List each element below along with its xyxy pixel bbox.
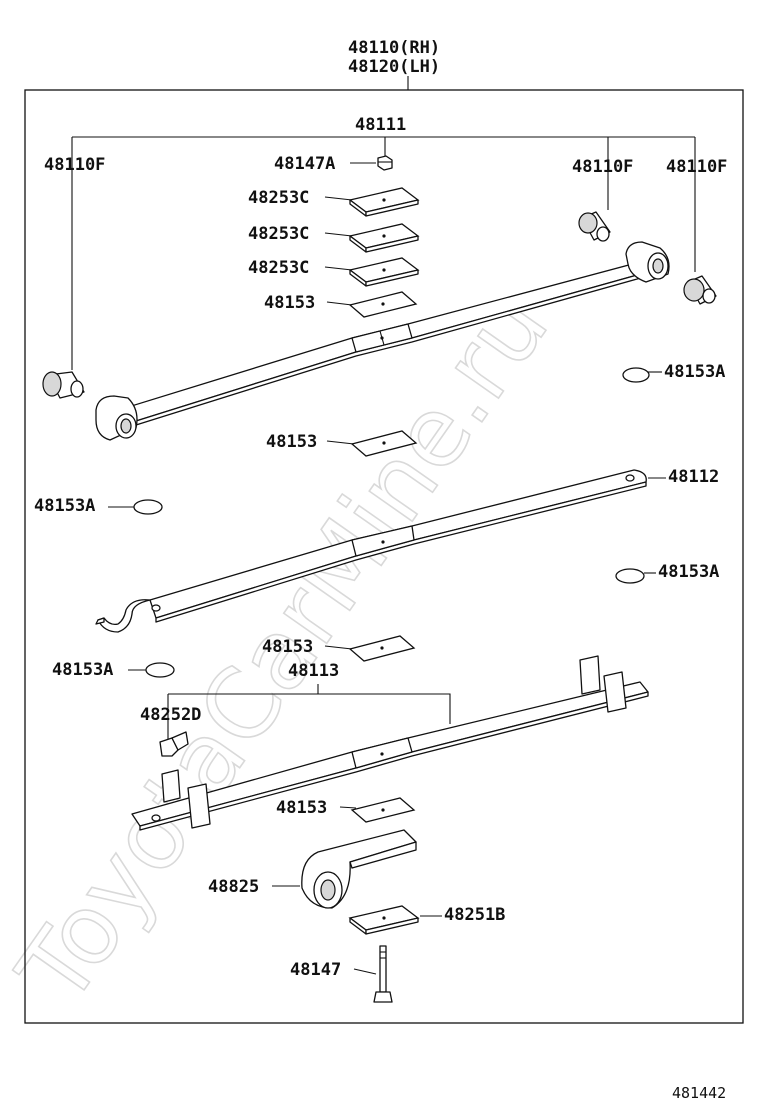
diagram-id: 481442 — [672, 1084, 726, 1102]
diagram-frame — [24, 89, 744, 1024]
label-button-2[interactable]: 48153A — [34, 496, 95, 516]
label-button-1[interactable]: 48153A — [664, 362, 725, 382]
label-liner-1[interactable]: 48153 — [264, 293, 315, 313]
label-pad-3[interactable]: 48253C — [248, 258, 309, 278]
label-bushing-right-1[interactable]: 48110F — [572, 157, 633, 177]
label-leaf-3[interactable]: 48113 — [288, 661, 339, 681]
pad-1-part — [348, 187, 420, 217]
button-2-part — [133, 499, 163, 515]
button-4-part — [145, 662, 175, 678]
button-3-part — [615, 568, 645, 584]
liner-3-part — [348, 635, 416, 662]
pad-3-part — [348, 257, 420, 287]
button-1-part — [622, 367, 650, 383]
liner-4-part — [350, 797, 416, 823]
leaf-2-part — [95, 469, 647, 633]
label-pad-2[interactable]: 48253C — [248, 224, 309, 244]
assembly-label-rh[interactable]: 48110(RH) — [348, 38, 440, 58]
bracket-part — [301, 829, 417, 909]
clip-part — [159, 731, 189, 757]
bushing-right-1-part — [578, 211, 611, 242]
label-button-4[interactable]: 48153A — [52, 660, 113, 680]
label-lower-pad[interactable]: 48251B — [444, 905, 505, 925]
label-clip[interactable]: 48252D — [140, 705, 201, 725]
bushing-right-2-part — [683, 275, 717, 305]
label-pad-1[interactable]: 48253C — [248, 188, 309, 208]
label-liner-2[interactable]: 48153 — [266, 432, 317, 452]
pad-2-part — [348, 223, 420, 253]
label-leaf-2[interactable]: 48112 — [668, 467, 719, 487]
label-leaf-main[interactable]: 48111 — [355, 115, 406, 135]
center-bolt-part — [373, 945, 393, 1003]
label-bushing-left[interactable]: 48110F — [44, 155, 105, 175]
label-nut[interactable]: 48147A — [274, 154, 335, 174]
label-button-3[interactable]: 48153A — [658, 562, 719, 582]
label-liner-4[interactable]: 48153 — [276, 798, 327, 818]
leaf-main-part — [95, 241, 670, 441]
label-bushing-right-2[interactable]: 48110F — [666, 157, 727, 177]
leaf-3-part — [131, 655, 649, 831]
liner-1-part — [348, 291, 418, 318]
bushing-left-part — [42, 371, 85, 399]
label-center-bolt[interactable]: 48147 — [290, 960, 341, 980]
label-bracket[interactable]: 48825 — [208, 877, 259, 897]
lower-pad-part — [348, 905, 420, 935]
liner-2-part — [350, 430, 418, 457]
assembly-label-lh[interactable]: 48120(LH) — [348, 57, 440, 77]
nut-part — [377, 155, 393, 171]
label-liner-3[interactable]: 48153 — [262, 637, 313, 657]
